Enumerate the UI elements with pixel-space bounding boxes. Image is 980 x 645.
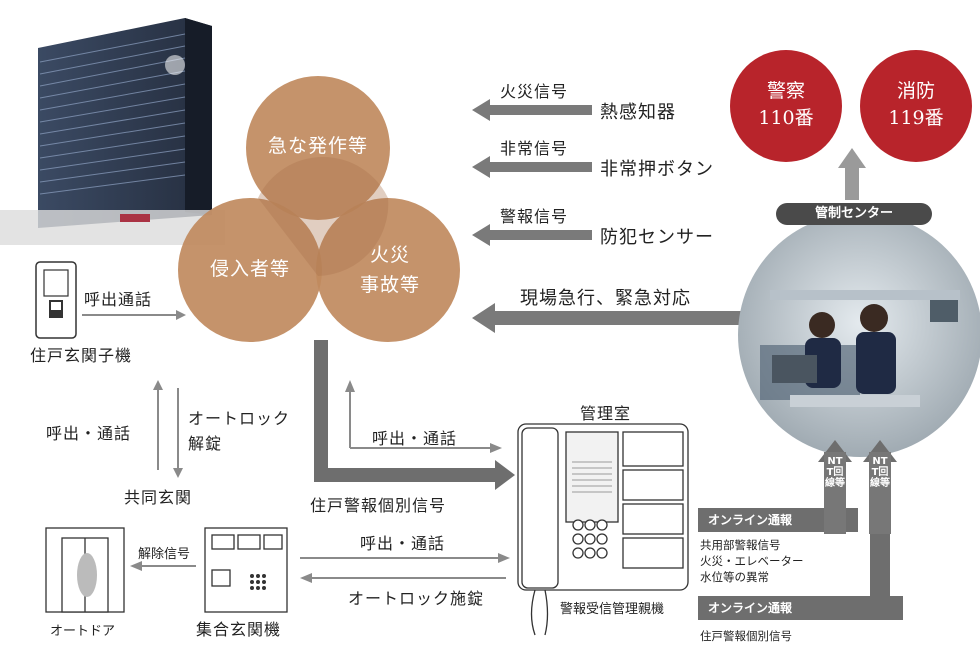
autolock-unlock-label-1: オートロック xyxy=(188,409,291,428)
building-photo xyxy=(0,18,225,245)
alarm-arrow xyxy=(314,340,515,490)
emergency-button-label: 非常押ボタン xyxy=(600,159,714,180)
auto-door-device xyxy=(45,527,125,613)
autolock-unlock-label-2: 解錠 xyxy=(188,434,223,453)
emergency-signal-label: 非常信号 xyxy=(500,139,569,158)
entry-panel-label: 集合玄関機 xyxy=(196,620,282,639)
entrance-unit-label: 住戸玄関子機 xyxy=(30,346,133,365)
door-phone-device xyxy=(35,261,77,339)
common-call-label: 呼出・通話 xyxy=(46,424,132,443)
common-entrance-label: 共同玄関 xyxy=(124,488,193,507)
police-name: 警察 xyxy=(766,80,805,102)
up-arrow xyxy=(838,148,866,200)
crime-sensor-label: 防犯センサー xyxy=(600,227,714,248)
management-room-label: 管理室 xyxy=(580,404,632,423)
circle-left-label: 侵入者等 xyxy=(209,258,290,280)
fire-signal-label: 火災信号 xyxy=(500,82,569,101)
panel-call-label: 呼出・通話 xyxy=(360,534,446,553)
arrows-thin xyxy=(82,310,510,583)
circle-right-label-1: 火災 xyxy=(369,244,410,266)
venn-circles xyxy=(178,76,460,342)
fire-circle: 消防 119番 xyxy=(860,50,972,162)
online1-line3: 水位等の異常 xyxy=(700,570,769,584)
autolock-lock-label: オートロック施錠 xyxy=(348,589,485,608)
online2-line1: 住戸警報個別信号 xyxy=(700,629,792,643)
entry-panel-device xyxy=(204,527,288,613)
heat-sensor-label: 熱感知器 xyxy=(600,102,676,123)
release-signal-label: 解除信号 xyxy=(138,547,191,562)
signal-arrows xyxy=(472,99,745,333)
online-bar-2: オンライン通報 xyxy=(698,596,903,620)
online1-line1: 共用部警報信号 xyxy=(700,538,781,552)
police-circle: 警察 110番 xyxy=(730,50,842,162)
alarm-signal-label: 警報信号 xyxy=(500,207,569,226)
auto-door-label: オートドア xyxy=(50,624,116,639)
ntt-tag-1: NTT回線等 xyxy=(824,452,846,534)
fire-number: 119番 xyxy=(888,107,944,129)
management-console xyxy=(517,423,689,636)
circle-right-label-2: 事故等 xyxy=(359,274,420,296)
management-call-label: 呼出・通話 xyxy=(372,429,458,448)
alarm-receiver-label: 警報受信管理親機 xyxy=(560,602,665,617)
unit-alarm-label: 住戸警報個別信号 xyxy=(310,496,447,515)
online1-line2: 火災・エレベーター xyxy=(700,554,804,568)
fire-name: 消防 xyxy=(896,80,935,102)
circle-top-label: 急な発作等 xyxy=(267,135,368,157)
control-center-photo xyxy=(738,213,980,457)
response-label: 現場急行、緊急対応 xyxy=(520,288,691,309)
entrance-call-label: 呼出通話 xyxy=(84,290,153,309)
police-number: 110番 xyxy=(758,107,814,129)
ntt-tag-2: NTT回線等 xyxy=(869,452,891,534)
control-center-pill: 管制センター xyxy=(776,203,932,225)
